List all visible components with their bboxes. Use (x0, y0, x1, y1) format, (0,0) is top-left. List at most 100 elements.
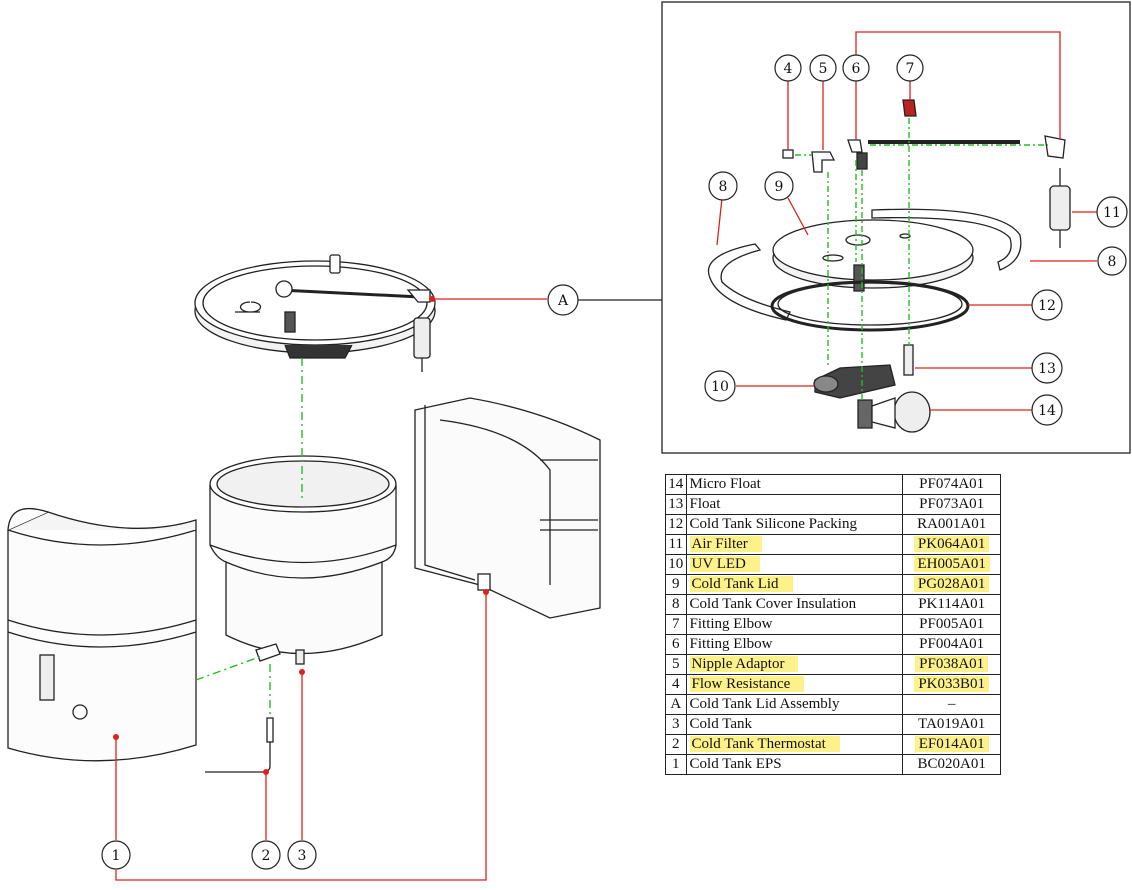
leader-dots-main (113, 296, 489, 775)
part-number: 10 (665, 554, 687, 575)
part-code: TA019A01 (902, 714, 1001, 735)
detail-parts (707, 99, 1071, 433)
svg-text:1: 1 (112, 848, 121, 864)
part-name: Cold Tank Lid Assembly (685, 694, 904, 715)
svg-text:13: 13 (1038, 361, 1056, 377)
svg-text:5: 5 (819, 61, 828, 77)
part-number: 13 (665, 494, 687, 515)
part-name: Flow Resistance (685, 674, 904, 695)
callout-1: 1 (101, 840, 131, 870)
part-code: PF038A01 (902, 654, 1001, 675)
svg-text:3: 3 (298, 848, 307, 864)
part-code: PF005A01 (902, 614, 1001, 635)
part-number: 1 (665, 754, 687, 775)
part-number: A (665, 694, 687, 715)
part-code: RA001A01 (902, 514, 1001, 535)
svg-text:2: 2 (262, 848, 271, 864)
lid-assembly (194, 254, 436, 372)
svg-text:9: 9 (775, 179, 784, 195)
svg-text:A: A (557, 293, 569, 309)
svg-text:11: 11 (1103, 205, 1121, 221)
callout-2: 2 (251, 840, 281, 870)
part-name: Cold Tank EPS (685, 754, 904, 775)
detail-frame (661, 1, 1131, 454)
part-code: PK033B01 (902, 674, 1001, 695)
part-number: 14 (665, 474, 687, 495)
centerlines-detail (795, 118, 1048, 400)
part-name: Micro Float (685, 474, 904, 495)
callout-10: 10 (704, 370, 736, 402)
part-name: Fitting Elbow (685, 634, 904, 655)
part-number: 12 (665, 514, 687, 535)
part-name: Cold Tank Thermostat (685, 734, 904, 755)
eps-right (414, 397, 601, 619)
part-code: EF014A01 (902, 734, 1001, 755)
callout-9: 9 (764, 171, 794, 201)
part-code: – (902, 694, 1001, 715)
callout-14: 14 (1031, 394, 1063, 426)
thermostat-probe (205, 717, 274, 773)
svg-text:10: 10 (711, 379, 729, 395)
part-code: PF073A01 (902, 494, 1001, 515)
part-code: BC020A01 (902, 754, 1001, 775)
part-name: Air Filter (685, 534, 904, 555)
part-number: 5 (665, 654, 687, 675)
part-code: PF004A01 (902, 634, 1001, 655)
part-code: PK064A01 (902, 534, 1001, 555)
part-number: 8 (665, 594, 687, 615)
part-name: Nipple Adaptor (685, 654, 904, 675)
part-number: 9 (665, 574, 687, 595)
part-name: Cold Tank (685, 714, 904, 735)
callout-13: 13 (1031, 352, 1063, 384)
part-name: UV LED (685, 554, 904, 575)
part-number: 3 (665, 714, 687, 735)
leaders-main (115, 298, 547, 881)
callout-5: 5 (809, 54, 837, 82)
part-code: PF074A01 (902, 474, 1001, 495)
svg-text:12: 12 (1038, 298, 1056, 314)
part-name: Cold Tank Lid (685, 574, 904, 595)
svg-text:8: 8 (719, 179, 728, 195)
part-number: 11 (665, 534, 687, 555)
svg-text:7: 7 (906, 61, 915, 77)
callout-6: 6 (842, 54, 870, 82)
centerlines-main (195, 358, 303, 716)
part-name: Cold Tank Silicone Packing (685, 514, 904, 535)
svg-text:6: 6 (852, 61, 861, 77)
svg-text:14: 14 (1038, 403, 1056, 419)
callout-12: 12 (1031, 289, 1063, 321)
part-name: Fitting Elbow (685, 614, 904, 635)
part-number: 4 (665, 674, 687, 695)
part-number: 6 (665, 634, 687, 655)
callout-3: 3 (287, 840, 317, 870)
eps-left (7, 507, 197, 762)
part-code: EH005A01 (902, 554, 1001, 575)
callouts: 1 2 3 A 4 5 6 7 8 9 11 8 12 13 10 14 (101, 54, 1128, 870)
callout-11: 11 (1096, 196, 1128, 228)
cold-tank (209, 455, 397, 665)
svg-text:4: 4 (784, 61, 793, 77)
leaders-detail (716, 31, 1097, 411)
part-name: Cold Tank Cover Insulation (685, 594, 904, 615)
part-number: 2 (665, 734, 687, 755)
callout-8-right: 8 (1097, 246, 1127, 276)
part-name: Float (685, 494, 904, 515)
part-code: PG028A01 (902, 574, 1001, 595)
